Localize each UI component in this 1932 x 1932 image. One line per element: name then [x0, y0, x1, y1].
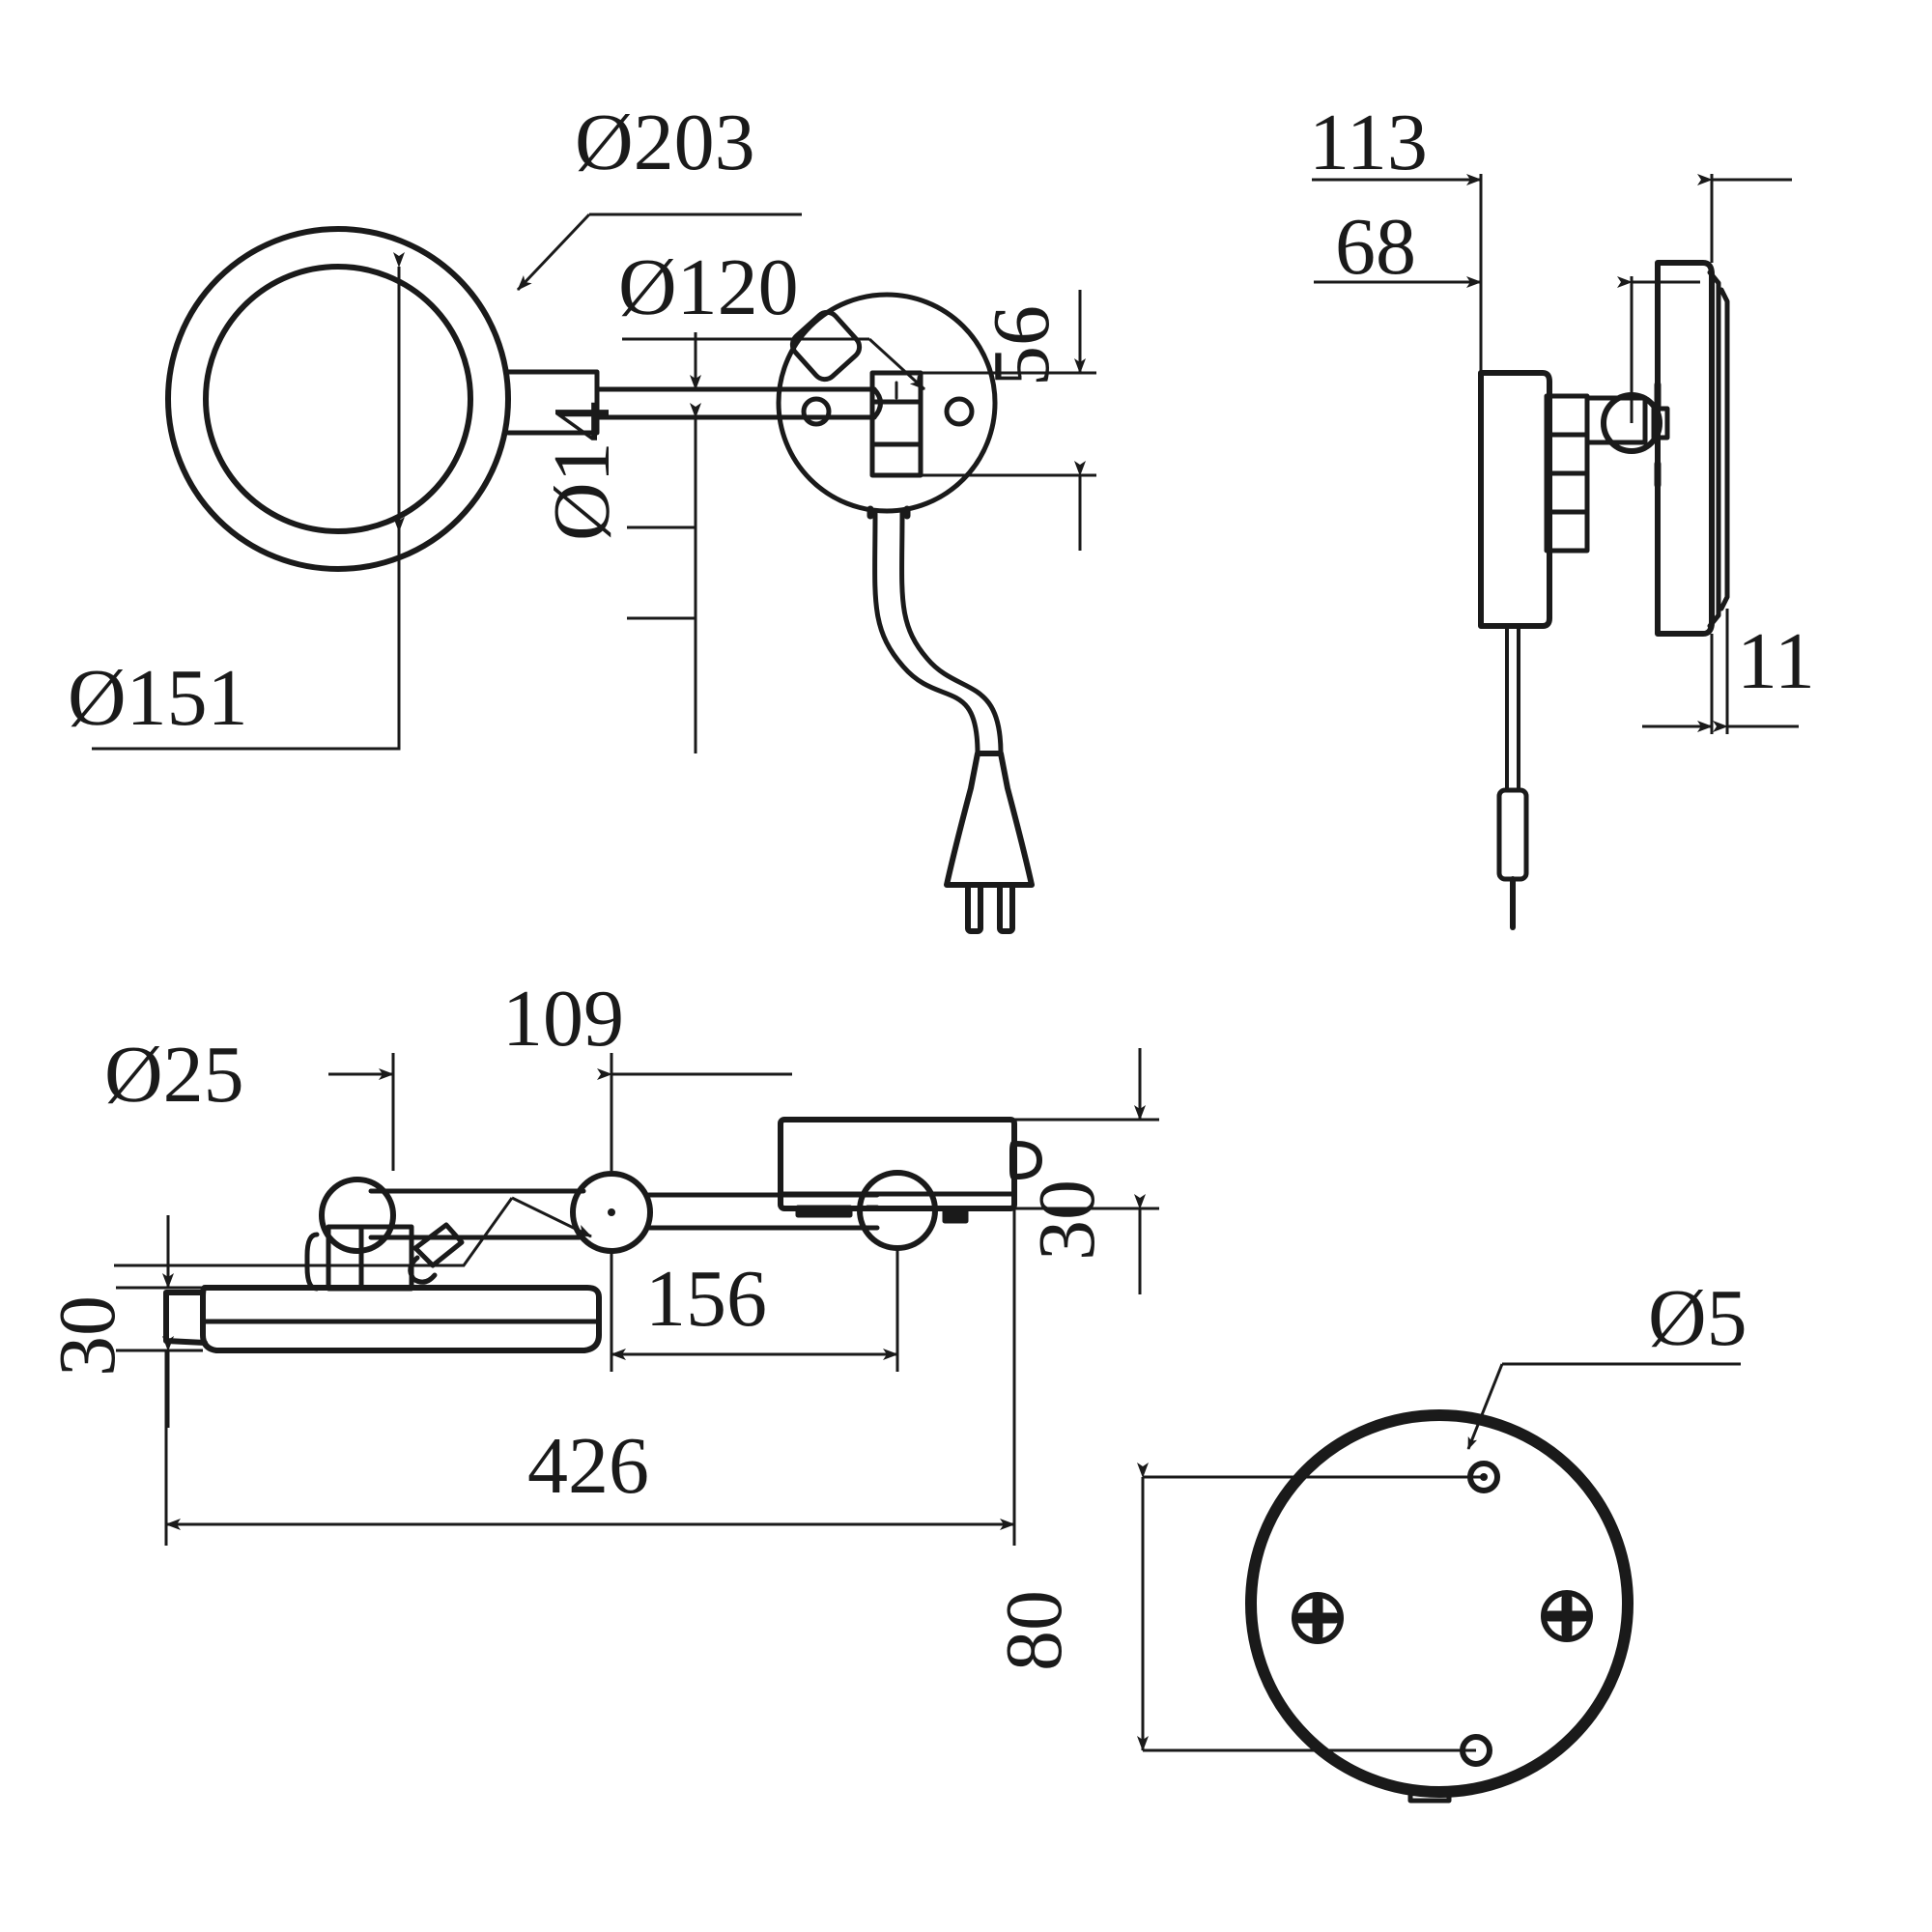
dim-label-68: 68: [1335, 202, 1416, 292]
plate-cable-nub: [1407, 1787, 1452, 1804]
dim-d25-leader: [511, 1196, 592, 1238]
plate-screw-right-cross: [1544, 1593, 1590, 1639]
top-view: [163, 1117, 1042, 1353]
cable-exit-nub: [867, 505, 911, 520]
mirror-glass-edge: [1719, 287, 1730, 611]
power-plug-body: [944, 751, 1035, 888]
plate-screw-left-cross: [1294, 1595, 1341, 1641]
top-view-dimensions: [114, 1048, 1159, 1546]
mirror-glass-circle: [203, 264, 473, 534]
dim-label-d151: Ø151: [68, 653, 248, 743]
power-cable-right: [899, 510, 1004, 756]
dim-label-30-mirror: 30: [43, 1295, 132, 1377]
power-cable-left: [872, 510, 980, 756]
dim-label-426: 426: [527, 1421, 649, 1511]
dim-label-d14: Ø14: [537, 401, 627, 541]
dim-label-d120: Ø120: [618, 242, 799, 332]
side-view: [1478, 260, 1730, 930]
wall-plate-button[interactable]: [787, 307, 864, 384]
topview-pivot-ball-mirror: [319, 1177, 396, 1254]
plate-screw-right: [1541, 1590, 1593, 1642]
wall-plate-circle: [776, 292, 998, 514]
dim-d120-leader: [867, 337, 926, 391]
dim-label-109: 109: [502, 974, 624, 1064]
plug-pin-right: [997, 882, 1015, 934]
dim-label-11: 11: [1737, 616, 1815, 706]
dim-d151-shelf: [92, 531, 401, 751]
top-view-dimension-labels: Ø25 109 156 426 30 30: [43, 974, 1112, 1511]
wall-plate-dimensions: [1137, 1362, 1741, 1752]
topview-adjust-screw: [412, 1222, 465, 1268]
dim-label-d25: Ø25: [104, 1030, 244, 1120]
front-view: [165, 226, 1035, 934]
dim-d5-leader: [1466, 1363, 1504, 1450]
wall-plate-hole-right: [944, 396, 975, 427]
wall-plate-view: [1245, 1409, 1634, 1804]
dim-label-80: 80: [989, 1590, 1079, 1671]
topview-switch-knob[interactable]: [1013, 1141, 1042, 1179]
dim-d25-shelf: [114, 1197, 514, 1267]
dim-label-d5: Ø5: [1648, 1273, 1747, 1363]
topview-elbow-center: [608, 1208, 615, 1216]
wall-plate-dimension-labels: Ø5 80: [989, 1273, 1747, 1671]
dim-label-156: 156: [645, 1254, 767, 1344]
side-view-dimension-labels: 113 68 11: [1309, 98, 1815, 706]
topview-wall-box-foot-right: [942, 1206, 969, 1224]
topview-adjust-knob: [408, 1255, 438, 1285]
topview-wall-box-foot-left: [795, 1205, 853, 1218]
dim-label-d203: Ø203: [575, 98, 755, 187]
topview-switch-base: [1009, 1140, 1017, 1180]
plug-pin-left: [965, 882, 983, 934]
wall-plate-hole-left: [801, 396, 832, 427]
mirror-arm-hub: [505, 369, 600, 436]
side-view-dimensions: [1312, 174, 1799, 734]
dim-label-56: 56: [977, 305, 1066, 386]
topview-bracket-block: [326, 1224, 414, 1292]
pivot-mount-tab: [1651, 406, 1670, 440]
front-view-dimension-labels: Ø203 Ø151 Ø120 Ø14 56: [68, 98, 1066, 743]
dim-label-30-wallbox: 30: [1022, 1179, 1112, 1261]
wall-box-edge: [1478, 370, 1552, 629]
topview-bracket-cap: [304, 1232, 320, 1292]
plate-screw-left: [1292, 1592, 1344, 1644]
front-view-dimensions: [92, 213, 1096, 753]
arm-joint-ribs: [1544, 432, 1590, 515]
mirror-outer-ring: [165, 226, 511, 572]
dim-d203-leader: [516, 213, 591, 292]
dim-label-113: 113: [1309, 98, 1428, 187]
mirror-bezel-edge: [1707, 270, 1721, 629]
wall-plate-bracket: [869, 370, 923, 478]
